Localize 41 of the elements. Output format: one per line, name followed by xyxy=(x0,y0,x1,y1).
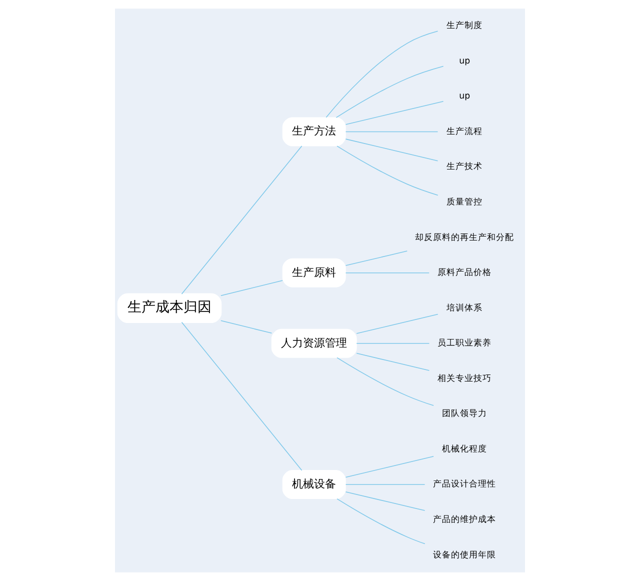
connector xyxy=(220,280,283,296)
connector xyxy=(336,146,438,196)
node-text: 质量管控 xyxy=(446,198,483,208)
node-text: 相关专业技巧 xyxy=(438,374,492,384)
node-box: 生产成本归因 xyxy=(117,293,222,324)
connector xyxy=(345,131,438,132)
node-text: up xyxy=(459,92,470,102)
connector xyxy=(345,272,430,274)
node-text: 团队领导力 xyxy=(442,409,488,420)
node-text: 机械化程度 xyxy=(442,444,488,454)
connector xyxy=(326,30,438,118)
node-box: 人力资源管理 xyxy=(271,328,357,358)
node-text: 产品的维护成本 xyxy=(433,514,496,525)
connector xyxy=(336,498,426,544)
connector xyxy=(356,352,430,371)
node-text: 生产流程 xyxy=(446,126,483,137)
connector xyxy=(336,357,434,406)
connector xyxy=(345,138,438,162)
connector xyxy=(181,146,302,294)
node-text: 设备的使用年限 xyxy=(433,550,496,560)
connector xyxy=(345,484,426,485)
connector xyxy=(356,314,438,334)
connector xyxy=(356,343,430,344)
node-box: 生产原料 xyxy=(282,258,346,288)
connector xyxy=(345,456,434,478)
connector xyxy=(345,491,426,511)
node-text: 产品设计合理性 xyxy=(433,480,496,490)
connector xyxy=(181,322,302,471)
node-box: 机械设备 xyxy=(282,470,346,500)
connector xyxy=(220,320,272,334)
connector xyxy=(345,100,444,125)
node-text: 却反原料的再生产和分配 xyxy=(415,232,514,243)
node-text: up xyxy=(459,56,470,66)
connector xyxy=(345,250,408,266)
node-text: 培训体系 xyxy=(446,303,483,314)
node-text: 生产技术 xyxy=(446,162,483,172)
node-text: 原料产品价格 xyxy=(438,268,492,278)
connector xyxy=(336,66,444,118)
node-box: 生产方法 xyxy=(282,117,346,146)
node-text: 员工职业素养 xyxy=(438,338,492,349)
node-text: 生产制度 xyxy=(446,21,483,32)
